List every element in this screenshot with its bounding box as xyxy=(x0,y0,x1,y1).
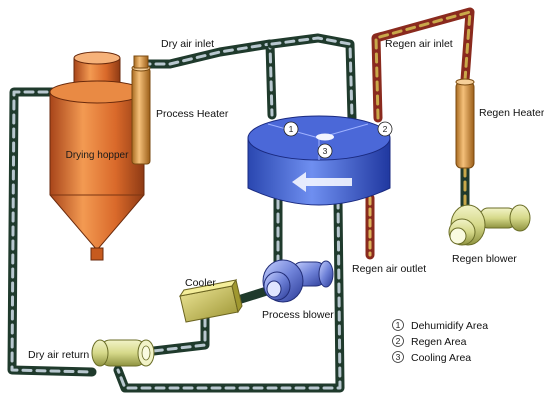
legend-item: 3 Cooling Area xyxy=(392,351,471,364)
dry-air-inlet-label: Dry air inlet xyxy=(161,38,214,50)
svg-text:Cooling Area: Cooling Area xyxy=(411,352,471,364)
dry-air-return-label: Dry air return xyxy=(28,349,89,361)
dry-air-return-filter xyxy=(91,339,155,367)
wheel-marker-1: 1 xyxy=(283,121,299,137)
svg-text:2: 2 xyxy=(396,336,401,346)
legend: 1 Dehumidify Area 2 Regen Area 3 Cooling… xyxy=(392,319,488,364)
process-heater xyxy=(131,55,151,165)
svg-text:Dehumidify Area: Dehumidify Area xyxy=(411,320,488,332)
wheel-marker-3: 3 xyxy=(317,143,333,159)
regen-air-outlet-label: Regen air outlet xyxy=(352,263,426,275)
legend-item: 2 Regen Area xyxy=(392,335,467,348)
svg-text:3: 3 xyxy=(396,352,401,362)
drying-hopper: Drying hopper xyxy=(49,51,145,261)
cooler xyxy=(178,278,243,323)
regen-blower-label: Regen blower xyxy=(452,253,517,265)
svg-text:Regen Area: Regen Area xyxy=(411,336,467,348)
svg-text:1: 1 xyxy=(289,124,294,134)
process-heater-label: Process Heater xyxy=(156,108,229,120)
process-blower-label: Process blower xyxy=(262,309,334,321)
regen-blower xyxy=(448,204,531,246)
dehumidify-wheel-arrow-icon xyxy=(292,172,352,192)
svg-text:1: 1 xyxy=(396,320,401,330)
cooler-label: Cooler xyxy=(185,277,216,289)
process-blower xyxy=(262,259,334,303)
regen-air-inlet-label: Regen air inlet xyxy=(385,38,453,50)
svg-text:3: 3 xyxy=(323,146,328,156)
drying-hopper-label: Drying hopper xyxy=(66,150,129,161)
regen-heater-label: Regen Heater xyxy=(479,107,544,119)
desiccant-wheel: 1 2 3 xyxy=(247,115,393,206)
regen-heater xyxy=(455,78,475,169)
legend-item: 1 Dehumidify Area xyxy=(392,319,488,332)
regen-air-duct xyxy=(365,7,475,260)
wheel-marker-2: 2 xyxy=(377,121,393,137)
process-air-duct xyxy=(7,33,357,393)
svg-text:2: 2 xyxy=(383,124,388,134)
